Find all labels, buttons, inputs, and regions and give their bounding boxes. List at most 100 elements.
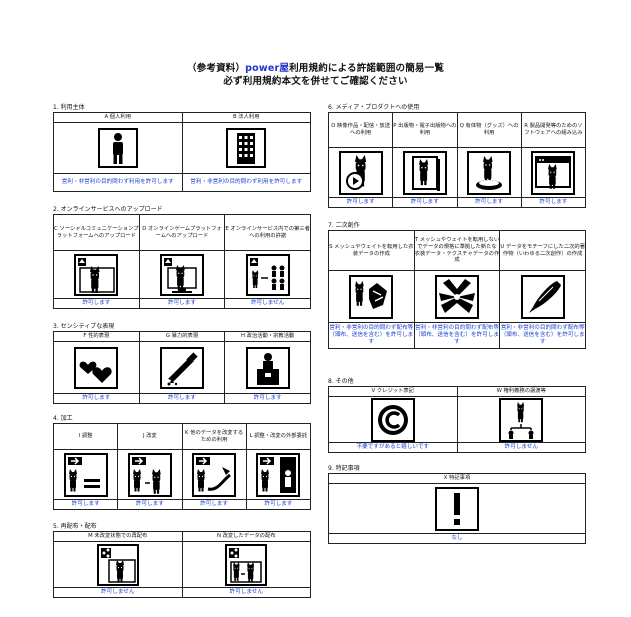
derive-icon [183, 452, 245, 497]
building-icon [183, 128, 310, 168]
item-A-head: A 個人利用 [53, 112, 183, 123]
publication-icon [394, 150, 456, 195]
document-title: （参考資料）power屋利用規約による許諾範囲の簡易一覧 [186, 63, 445, 74]
item-W-status: 許可しません [456, 442, 586, 453]
item-B-cell [181, 122, 311, 174]
section-sensitive: 3. センシティブな表現 F 性的表現 G 暴力的表現 H 政治活動・宗教活動 … [53, 323, 311, 404]
section-label: 9. 特記事項 [328, 465, 360, 472]
item-M-status: 許可しません [53, 587, 183, 598]
item-S-head: S メッシュやウェイトを転用した衣装データの作成 [328, 230, 415, 271]
item-K-cell [181, 449, 247, 500]
usage-subject-table: A 個人利用 B 法人利用 営利・非営利の目的問わず利用を許可します 営利・非営… [53, 112, 311, 192]
item-F-cell [53, 341, 140, 394]
derivative-table: S メッシュやウェイトを転用した衣装データの作成 T メッシュやウェイトを転用し… [328, 230, 586, 349]
exclamation-icon [330, 486, 585, 531]
other-table: V クレジット表記 W 権利義務の譲渡等 不要ですがあると嬉しいです 許可しませ… [328, 386, 586, 453]
item-Q-head: Q 有体物（グッズ）への利用 [456, 112, 522, 148]
special-notes-table: X 特記事項 なし [328, 473, 586, 544]
item-I-status: 許可します [52, 499, 119, 510]
item-L-head: L 調整・改変の外部委託 [245, 423, 312, 450]
knife-icon [140, 346, 224, 389]
third-party-icon [226, 253, 310, 296]
item-V-status: 不要ですがあると嬉しいです [328, 442, 458, 453]
hearts-icon [54, 346, 138, 389]
section-label: 7. 二次創作 [328, 222, 360, 229]
item-O-cell [327, 147, 394, 198]
item-D-status: 許可します [138, 298, 226, 309]
item-I-head: I 調整 [52, 423, 119, 450]
item-D-head: D オンラインゲームプラットフォームへのアップロード [138, 214, 226, 251]
item-O-status: 許可します [327, 197, 394, 208]
item-L-cell [245, 449, 312, 500]
item-X-status: なし [328, 533, 586, 544]
item-J-cell [117, 449, 183, 500]
item-R-status: 許可します [520, 197, 587, 208]
item-M-cell [53, 541, 183, 588]
section-label: 1. 利用主体 [53, 104, 85, 111]
item-X-head: X 特記事項 [328, 473, 586, 484]
item-L-status: 許可します [245, 499, 312, 510]
item-G-cell [138, 341, 226, 394]
transfer-icon [458, 397, 585, 442]
section-label: 2. オンラインサービスへのアップロード [53, 206, 163, 213]
item-T-status: 営利・非営利の目的問わず配布等（頒布、送信を含む）を許可します [413, 322, 501, 349]
item-W-cell [456, 396, 586, 443]
section-label: 8. その他 [328, 378, 354, 385]
item-E-cell [224, 250, 311, 299]
item-D-cell [138, 250, 226, 299]
sensitive-table: F 性的表現 G 暴力的表現 H 政治活動・宗教活動 許可します 許可します 許… [53, 331, 311, 404]
item-W-head: W 権利義務の譲渡等 [456, 386, 586, 397]
software-icon [522, 150, 584, 195]
media-products-table: O 映像作品・配信・放送への利用 P 出版物・電子出版物への利用 Q 有体物（グ… [327, 112, 587, 208]
item-G-status: 許可します [138, 393, 226, 404]
modify-icon [119, 452, 181, 497]
online-upload-table: C ソーシャルコミュニケーションプラットフォームへのアップロード D オンライン… [53, 214, 311, 309]
item-N-head: N 改変したデータの配布 [181, 531, 311, 542]
item-K-status: 許可します [181, 499, 247, 510]
item-P-status: 許可します [392, 197, 458, 208]
item-X-cell [328, 483, 586, 534]
outsource-icon [247, 452, 309, 497]
person-icon [54, 128, 181, 168]
item-P-head: P 出版物・電子出版物への利用 [392, 112, 458, 148]
item-F-status: 許可します [53, 393, 140, 404]
item-T-cell [413, 270, 501, 323]
video-icon [330, 150, 392, 195]
item-C-head: C ソーシャルコミュニケーションプラットフォームへのアップロード [53, 214, 140, 251]
goods-icon [458, 150, 520, 195]
section-processing: 4. 加工 I 調整 J 改変 K 他のデータを改変するための利用 L 調整・改… [52, 415, 312, 510]
item-T-head: T メッシュやウェイトを転用しないでデータの規格に準拠した新たな衣装データ・テク… [413, 230, 501, 271]
new-costume-icon [415, 274, 499, 319]
brand-name: power屋 [245, 63, 290, 74]
redistribute-icon [54, 543, 181, 586]
processing-table: I 調整 J 改変 K 他のデータを改変するための利用 L 調整・改変の外部委託… [52, 423, 312, 510]
item-S-status: 営利・非営利の目的問わず配布等（頒布、送信を含む）を許可します [328, 322, 415, 349]
item-P-cell [392, 147, 458, 198]
item-E-head: E オンラインサービス内での第三者への利用の許諾 [224, 214, 311, 251]
item-F-head: F 性的表現 [53, 331, 140, 342]
item-B-head: B 法人利用 [181, 112, 311, 123]
podium-icon [226, 346, 310, 389]
redistribution-table: M 未改変状態での再配布 N 改変したデータの配布 許可しません 許可しません [53, 531, 311, 598]
pen-icon [501, 274, 585, 319]
distribute-modified-icon [183, 543, 310, 586]
item-U-cell [499, 270, 586, 323]
section-label: 5. 再配布・配布 [53, 523, 97, 530]
item-H-cell [224, 341, 311, 394]
item-C-cell [53, 250, 140, 299]
document-subtitle: 必ず利用規約本文を併せてご確認ください [223, 76, 408, 87]
item-Q-status: 許可します [456, 197, 522, 208]
item-M-head: M 未改変状態での再配布 [53, 531, 183, 542]
item-U-status: 営利・非営利の目的問わず配布等（頒布、送信を含む）を許可します [499, 322, 586, 349]
item-N-status: 許可しません [181, 587, 311, 598]
section-label: 6. メディア・プロダクトへの使用 [328, 104, 420, 111]
copyright-icon [329, 397, 456, 442]
item-H-head: H 政治活動・宗教活動 [224, 331, 311, 342]
item-U-head: U データをモチーフにした二次的著作物（いわゆる二次創作）の作成 [499, 230, 586, 271]
item-I-cell [52, 449, 119, 500]
item-O-head: O 映像作品・配信・放送への利用 [327, 112, 394, 148]
item-J-head: J 改変 [117, 423, 183, 450]
social-upload-icon [54, 253, 138, 296]
item-A-status: 営利・非営利の目的問わず利用を許可します [53, 173, 183, 192]
mesh-reuse-icon [329, 274, 413, 319]
